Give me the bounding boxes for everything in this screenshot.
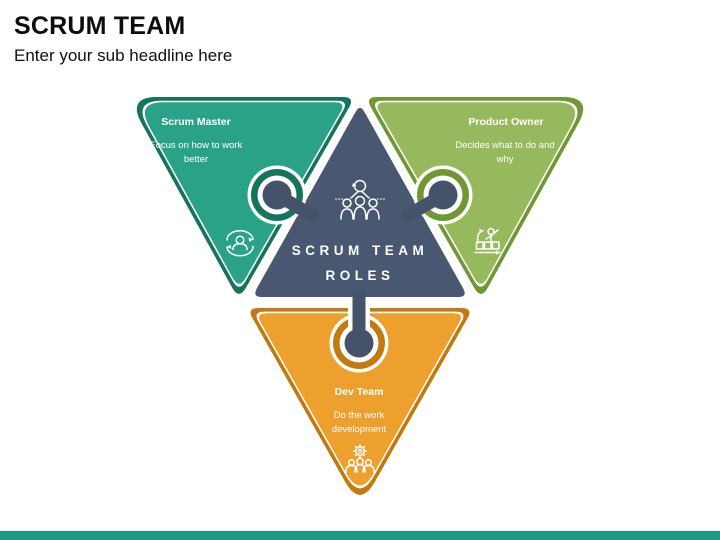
- prioritization-icon: [474, 227, 501, 255]
- scrum-master-label: Scrum Master: [161, 116, 231, 128]
- team-gear-icon: [345, 444, 375, 473]
- scrum-master-description: Focus on how to work better: [149, 140, 243, 165]
- center-title-line2: ROLES: [325, 268, 395, 283]
- page-title: SCRUM TEAM: [14, 12, 186, 40]
- dev-team-description: Do the work development: [331, 410, 387, 435]
- center-title-line1: SCRUM TEAM: [291, 243, 429, 258]
- connector-bottom: [329, 292, 389, 373]
- product-owner-description: Decides what to do and why: [455, 140, 555, 165]
- footer-accent-bar: [0, 531, 720, 540]
- connector-right: [399, 165, 473, 225]
- coach-cycle-icon: [226, 230, 254, 257]
- scrum-cycle-team-icon: [335, 179, 385, 220]
- page-subtitle: Enter your sub headline here: [14, 46, 233, 65]
- dev-team-label: Dev Team: [334, 386, 384, 398]
- connector-left: [247, 165, 321, 225]
- product-owner-label: Product Owner: [468, 116, 544, 128]
